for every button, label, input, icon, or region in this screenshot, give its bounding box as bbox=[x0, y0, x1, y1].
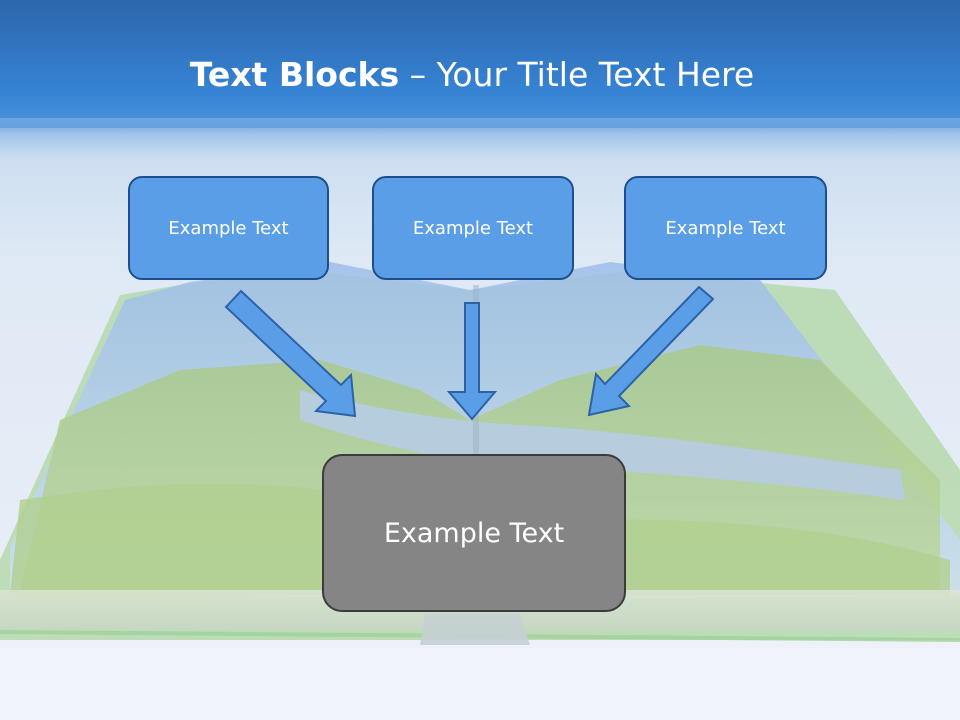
arrow-down-left bbox=[587, 285, 715, 417]
page-title: Text Blocks – Your Title Text Here bbox=[0, 52, 944, 98]
text-block-2-label: Example Text bbox=[412, 217, 534, 239]
text-block-3[interactable]: Example Text bbox=[624, 176, 827, 280]
text-block-1[interactable]: Example Text bbox=[128, 176, 329, 280]
title-band bbox=[0, 0, 960, 128]
title-rest-text: – Your Title Text Here bbox=[399, 55, 755, 94]
text-block-1-label: Example Text bbox=[168, 217, 289, 239]
arrow-down bbox=[446, 302, 498, 421]
main-text-block[interactable]: Example Text bbox=[322, 454, 626, 612]
text-block-2[interactable]: Example Text bbox=[372, 176, 574, 280]
title-fade bbox=[0, 118, 960, 158]
arrow-down-right bbox=[224, 289, 357, 418]
main-text-block-label: Example Text bbox=[383, 517, 565, 549]
title-bold-text: Text Blocks bbox=[189, 55, 400, 94]
text-block-3-label: Example Text bbox=[665, 217, 786, 239]
